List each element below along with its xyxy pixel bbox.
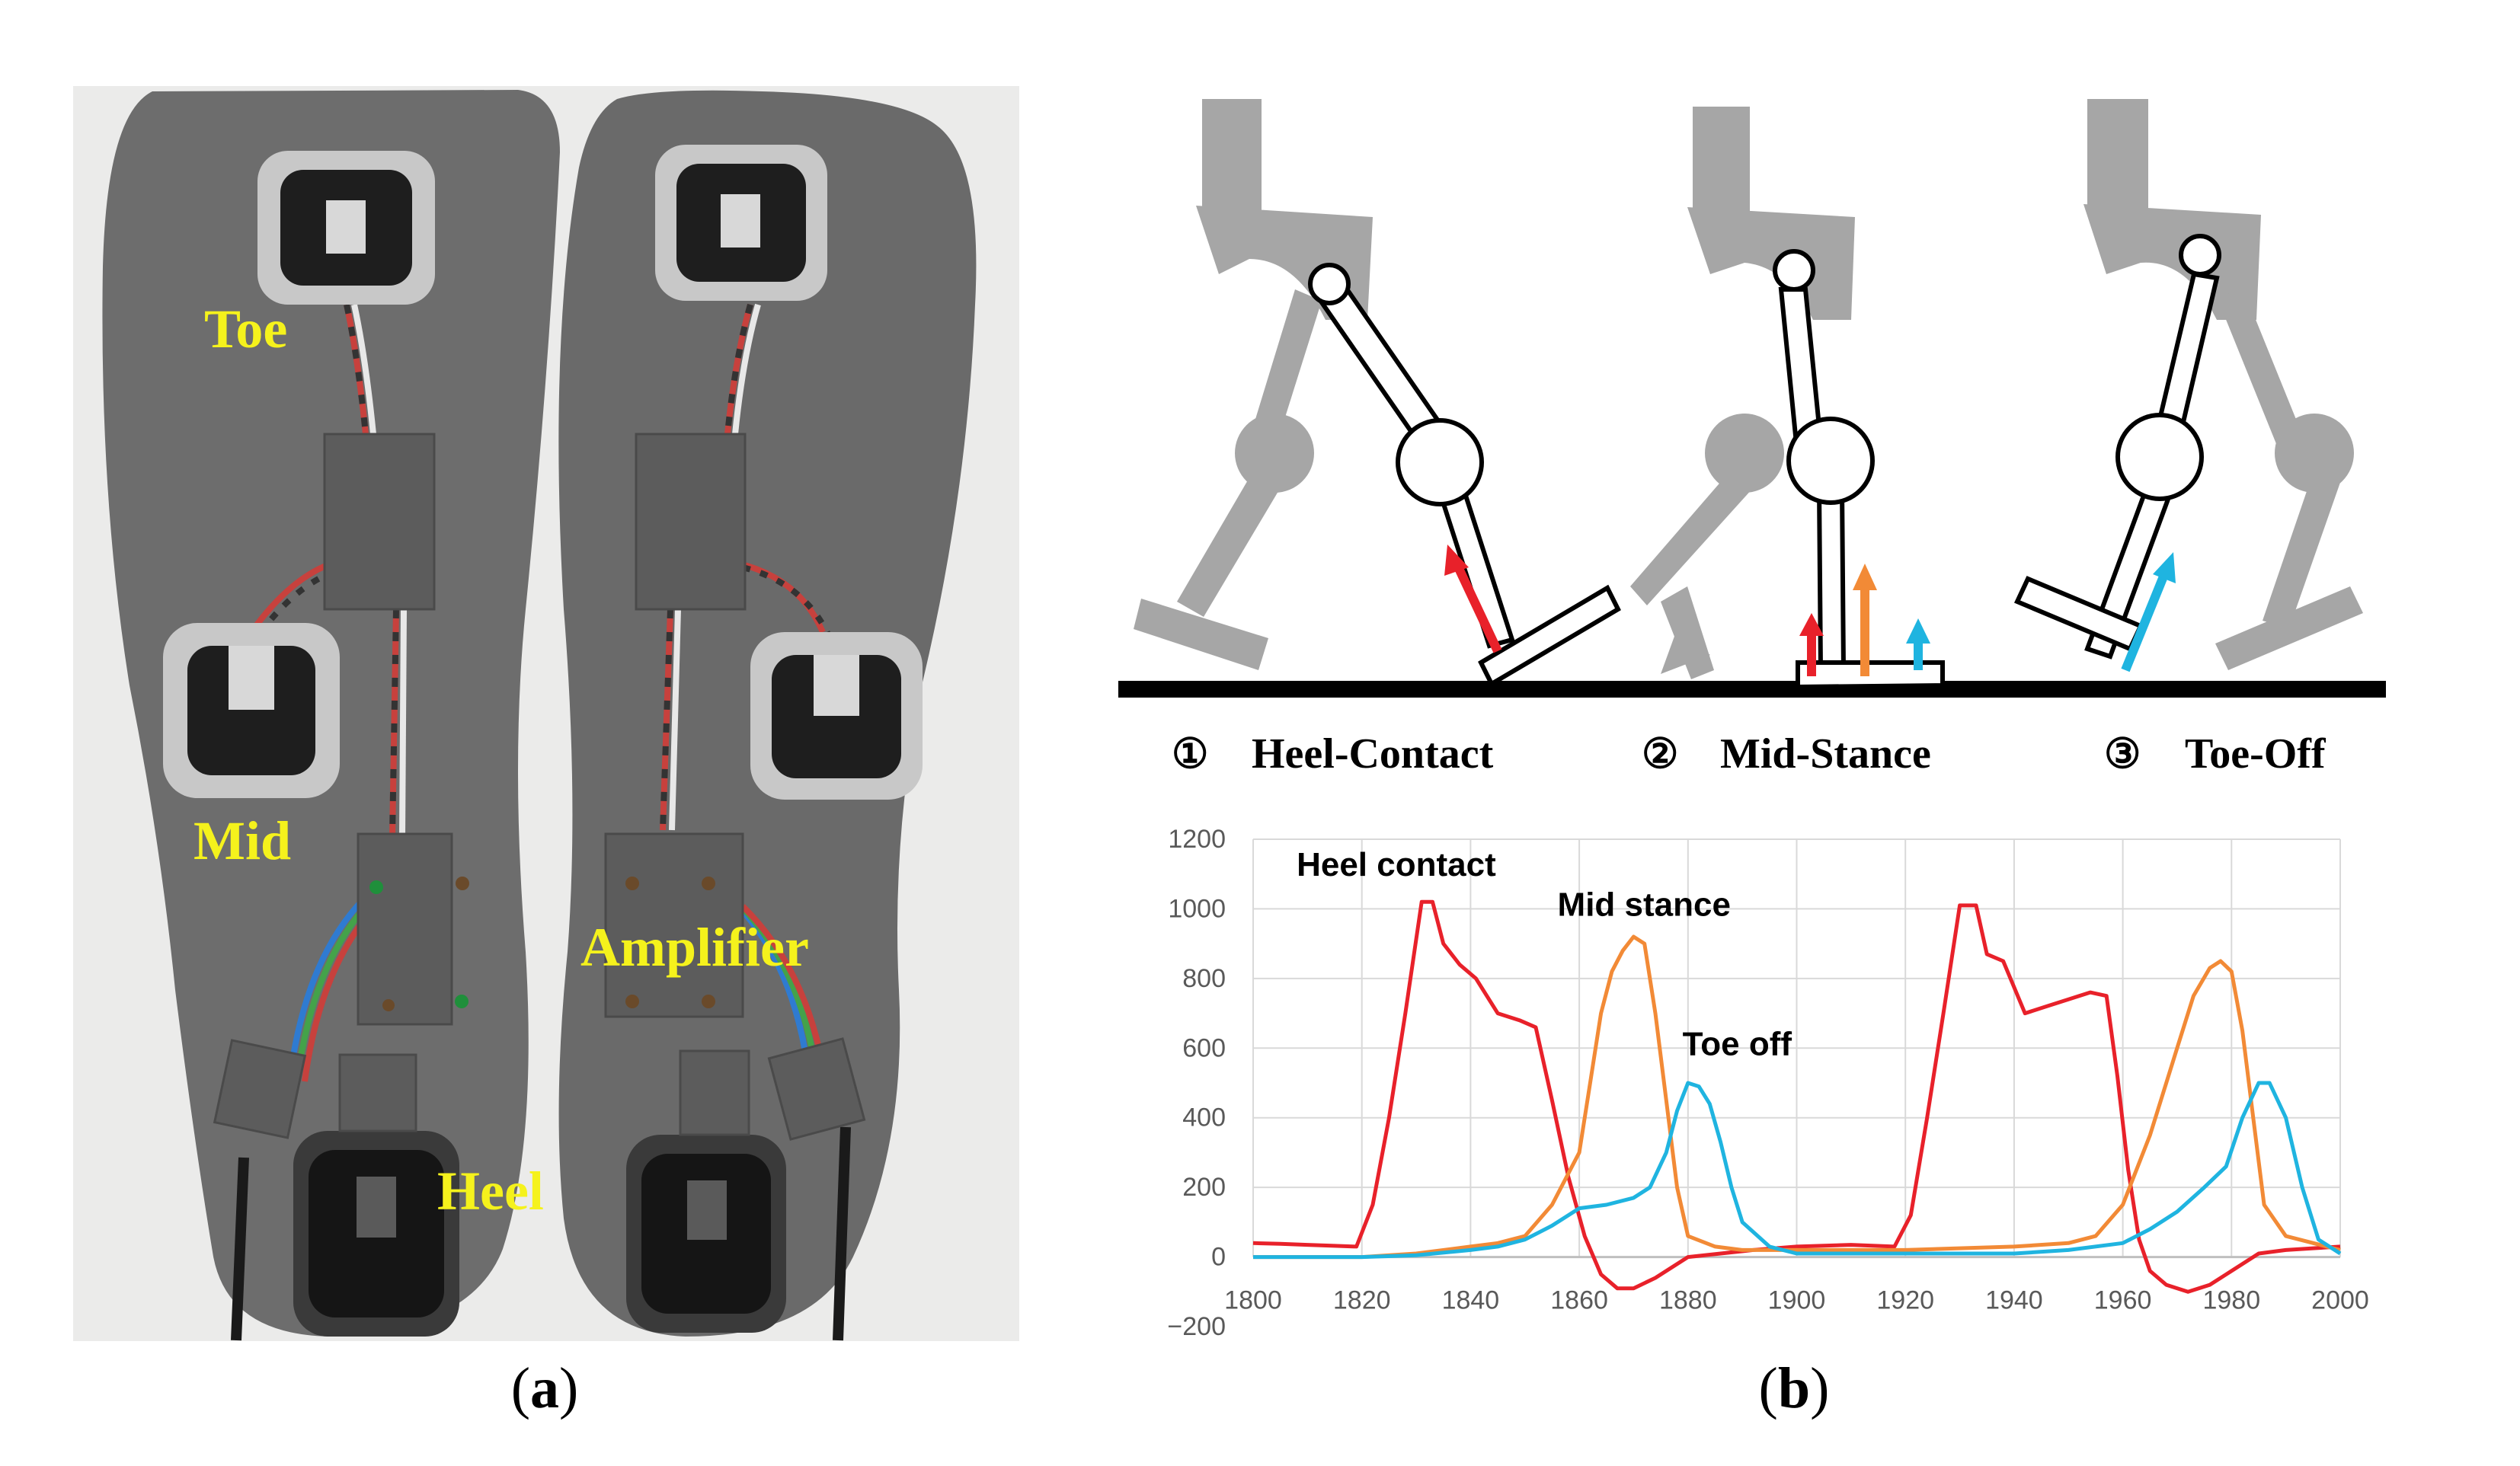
board-leds: [369, 877, 715, 1011]
circuit-boards: [213, 433, 866, 1141]
left-heel-sensor: [293, 1131, 459, 1337]
y-tick-label: 0: [1211, 1243, 1226, 1272]
left-toe-sensor: [257, 151, 435, 305]
y-tick-label: 1200: [1168, 825, 1226, 854]
phase-2-label: Mid-Stance: [1720, 730, 1931, 778]
wire-bundles: [231, 303, 851, 1341]
ground-line: [1118, 681, 2386, 698]
caption-a: (a): [511, 1356, 579, 1420]
phase-3-label: Toe-Off: [2185, 730, 2327, 778]
y-tick-label: 400: [1182, 1103, 1226, 1132]
x-tick-label: 1960: [2094, 1286, 2152, 1315]
x-tick-labels: 1800 1820 1840 1860 1880 1900 1920 1940 1960 1980…: [1224, 1286, 2369, 1315]
left-mid-sensor: [163, 623, 340, 798]
phase-heel-contact-figure: [1134, 99, 1621, 688]
phase-1-label: Heel-Contact: [1252, 730, 1494, 778]
x-tick-label: 1840: [1442, 1286, 1500, 1315]
right-mid-sensor: [750, 632, 923, 800]
label-toe: Toe: [204, 299, 287, 359]
x-tick-label: 1800: [1224, 1286, 1282, 1315]
y-tick-label: 1000: [1168, 894, 1226, 923]
phase-1-number: ①: [1172, 731, 1208, 777]
x-tick-label: 2000: [2311, 1286, 2369, 1315]
label-heel: Heel: [437, 1161, 544, 1222]
chart-annotation: Mid stance: [1558, 886, 1731, 924]
phase-mid-stance-figure: [1630, 107, 1945, 690]
x-tick-label: 1980: [2202, 1286, 2260, 1315]
y-tick-label: 800: [1182, 964, 1226, 993]
x-tick-label: 1900: [1768, 1286, 1826, 1315]
chart-grid: [1252, 838, 2341, 1258]
label-amplifier: Amplifier: [580, 917, 809, 978]
x-tick-label: 1940: [1985, 1286, 2043, 1315]
right-toe-sensor: [655, 145, 827, 301]
series-line-2: [1253, 934, 2341, 1260]
x-tick-label: 1860: [1550, 1286, 1608, 1315]
x-tick-label: 1820: [1333, 1286, 1391, 1315]
y-tick-label: 200: [1182, 1173, 1226, 1202]
phase-3-number: ③: [2104, 731, 2141, 777]
right-heel-sensor: [626, 1135, 786, 1333]
x-tick-label: 1880: [1659, 1286, 1717, 1315]
series-line-1: [1252, 899, 2341, 1294]
y-tick-labels: −200 0 200 400 600 800 1000 1200: [1167, 825, 1226, 1341]
phase-toe-off-figure: [2013, 99, 2363, 672]
y-tick-label: −200: [1167, 1312, 1226, 1341]
y-tick-label: 600: [1182, 1033, 1226, 1062]
chart-series: [1252, 899, 2342, 1294]
series-line-3: [1253, 1081, 2342, 1260]
x-tick-label: 1920: [1876, 1286, 1934, 1315]
phase-2-number: ②: [1642, 731, 1678, 777]
panel-a-photo: Toe Mid Amplifier Heel: [73, 86, 1019, 1341]
label-mid: Mid: [193, 810, 291, 871]
gait-diagram: ① Heel-Contact ② Mid-Stance ③ Toe-Off: [1118, 99, 2386, 778]
chart-annotation: Toe off: [1683, 1025, 1792, 1062]
caption-b: (b): [1759, 1356, 1830, 1420]
chart-annotation: Heel contact: [1297, 846, 1496, 883]
